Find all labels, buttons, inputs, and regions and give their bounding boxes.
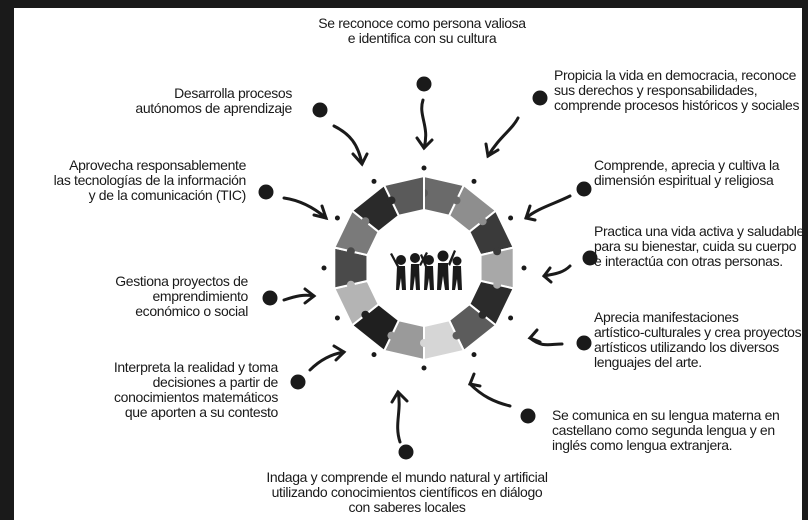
puzzle-ring — [321, 165, 527, 371]
ring-dot — [421, 365, 427, 371]
competency-label-right-3: Aprecia manifestaciones artístico-cultur… — [594, 309, 802, 370]
competency-label-left-2: Gestiona proyectos de emprendimiento eco… — [115, 273, 248, 319]
arrow-head-icon — [484, 142, 500, 159]
puzzle-knob — [478, 310, 487, 319]
arrow-head-icon — [303, 287, 317, 305]
puzzle-knob — [452, 331, 461, 340]
bullet-dot — [576, 335, 592, 351]
arrow-curve — [282, 196, 328, 220]
bullet-dot — [262, 290, 278, 306]
competency-label-right-1: Comprende, aprecia y cultiva la dimensió… — [594, 157, 780, 188]
ring-dot — [371, 178, 377, 184]
arrow-curve — [486, 116, 520, 158]
puzzle-knob — [361, 310, 370, 319]
ring-dot — [471, 178, 477, 184]
competency-label-left-1: Aprovecha responsablemente las tecnologí… — [53, 157, 247, 203]
ring-dot — [321, 265, 327, 271]
ring-dot — [521, 265, 527, 271]
arrow-head-icon — [390, 389, 409, 404]
arrows — [282, 98, 572, 444]
competency-label-bottom-right: Se comunica en su lengua materna en cast… — [552, 407, 780, 453]
arrow-head-icon — [415, 136, 434, 151]
bullet-dot — [398, 444, 414, 460]
puzzle-knob — [387, 331, 396, 340]
arrow-curve — [396, 390, 402, 444]
arrow-head-icon — [312, 204, 329, 221]
bullet-dot — [576, 181, 592, 197]
arrow-curve — [468, 382, 512, 408]
ring-dot — [508, 215, 514, 221]
puzzle-knob — [361, 217, 370, 226]
ring-dot — [421, 165, 427, 171]
puzzle-knob — [478, 217, 487, 226]
arrow-curve — [308, 350, 346, 372]
ring-dot — [334, 215, 340, 221]
arrow-curve — [524, 194, 572, 220]
arrow-head-icon — [351, 152, 369, 167]
bullet-dot — [520, 408, 536, 424]
competency-diagram — [258, 76, 598, 460]
ring-dot — [471, 352, 477, 358]
arrow-head-icon — [332, 344, 347, 362]
ring-dot — [334, 315, 340, 321]
puzzle-knob — [452, 196, 461, 205]
ring-dot — [508, 315, 514, 321]
arrow-head-icon — [524, 204, 537, 222]
competency-label-top-left: Desarrolla procesos autónomos de aprendi… — [135, 85, 292, 116]
bullet-dot — [532, 90, 548, 106]
arrow-head-icon — [527, 328, 542, 344]
bullet-dot — [582, 250, 598, 266]
arrow-curve — [420, 98, 428, 150]
puzzle-knob — [493, 280, 502, 289]
arrow-head-icon — [541, 266, 553, 284]
bullet-points — [258, 76, 598, 460]
competency-label-top-right: Propicia la vida en democracia, reconoce… — [554, 67, 800, 113]
puzzle-knob — [346, 247, 355, 256]
people-silhouettes-icon — [390, 250, 462, 290]
puzzle-knob — [346, 280, 355, 289]
arrow-head-icon — [467, 372, 482, 388]
arrow-curve — [332, 124, 364, 166]
ring-dot — [371, 352, 377, 358]
bullet-dot — [312, 102, 328, 118]
puzzle-piece — [382, 174, 425, 217]
competency-label-bottom: Indaga y comprende el mundo natural y ar… — [266, 469, 548, 515]
puzzle-knob — [420, 339, 428, 347]
puzzle-knob — [387, 196, 396, 205]
puzzle-knob — [493, 247, 502, 256]
bullet-dot — [290, 374, 306, 390]
bullet-dot — [258, 184, 274, 200]
competency-label-top: Se reconoce como persona valiosa e ident… — [318, 15, 526, 46]
competency-label-right-2: Practica una vida activa y saludable par… — [594, 223, 804, 269]
competency-label-left-3: Interpreta la realidad y toma decisiones… — [113, 359, 279, 420]
bullet-dot — [416, 76, 432, 92]
